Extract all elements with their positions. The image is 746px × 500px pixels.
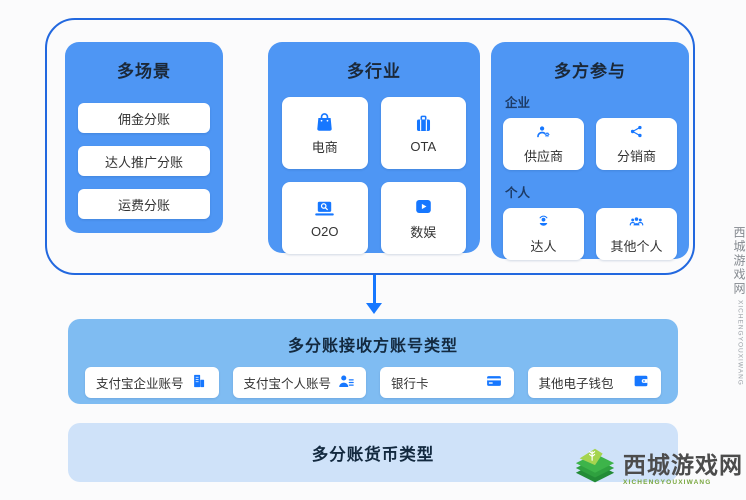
panel-industries-title: 多行业 bbox=[347, 62, 401, 81]
account-pill-label: 其他电子钱包 bbox=[538, 377, 614, 391]
account-pill-label: 支付宝企业账号 bbox=[96, 377, 184, 391]
feature-frame: 多场景 佣金分账 达人推广分账 运费分账 多行业 bbox=[45, 18, 695, 275]
currency-type-bar-title: 多分账货币类型 bbox=[311, 445, 435, 464]
video-play-icon bbox=[412, 195, 435, 218]
account-pill-label: 银行卡 bbox=[391, 377, 429, 391]
influencer-icon bbox=[535, 213, 552, 233]
building-icon bbox=[190, 372, 208, 393]
enterprise-grid: 供应商 分销商 bbox=[503, 118, 677, 170]
suitcase-icon bbox=[412, 112, 435, 135]
industry-tile-label: O2O bbox=[311, 224, 339, 239]
site-name-vertical: 西城游戏网 bbox=[732, 226, 746, 296]
participant-tile-label: 分销商 bbox=[616, 149, 656, 164]
bank-card-icon bbox=[485, 372, 503, 393]
industry-tile-label: OTA bbox=[410, 139, 437, 154]
panel-participants: 多方参与 企业 供应商 bbox=[491, 42, 689, 260]
flow-arrow-head-icon bbox=[366, 303, 382, 314]
site-name: 西城游戏网 bbox=[623, 451, 743, 478]
account-pill-bank-card: 银行卡 bbox=[380, 367, 514, 398]
individual-grid: 达人 其他个人 bbox=[503, 208, 677, 260]
participants-body: 企业 供应商 bbox=[491, 82, 689, 260]
account-pill-ewallet: 其他电子钱包 bbox=[527, 367, 661, 398]
participant-tile-label: 其他个人 bbox=[610, 239, 663, 254]
industry-tile-media: 数娱 bbox=[380, 182, 466, 254]
scene-list: 佣金分账 达人推广分账 运费分账 bbox=[65, 103, 223, 219]
participant-tile-influencer: 达人 bbox=[503, 208, 584, 260]
account-type-bar: 多分账接收方账号类型 支付宝企业账号 支付宝个人账号 bbox=[68, 319, 678, 404]
site-slug-vertical: XICHENGYOUXIWANG bbox=[736, 300, 744, 386]
panel-industries: 多行业 电商 bbox=[268, 42, 480, 254]
account-type-list: 支付宝企业账号 支付宝个人账号 银行卡 bbox=[68, 367, 678, 398]
panel-scenes-title: 多场景 bbox=[117, 62, 171, 81]
scene-item-label: 佣金分账 bbox=[117, 111, 170, 127]
scene-item-label: 达人推广分账 bbox=[104, 154, 183, 170]
site-watermark-vertical: 西城游戏网 XICHENGYOUXIWANG bbox=[732, 226, 746, 386]
industry-tile-ota: OTA bbox=[380, 97, 466, 169]
industry-grid: 电商 OTA bbox=[268, 97, 480, 254]
panel-participants-title: 多方参与 bbox=[554, 62, 626, 81]
site-logo-icon bbox=[572, 444, 618, 495]
site-watermark: 西城游戏网 XICHENGYOUXIWANG bbox=[572, 444, 743, 495]
site-slug: XICHENGYOUXIWANG bbox=[623, 479, 712, 487]
supplier-person-gear-icon bbox=[535, 123, 552, 143]
participant-tile-label: 达人 bbox=[530, 239, 557, 254]
laptop-search-icon bbox=[313, 197, 336, 220]
industry-tile-label: 电商 bbox=[311, 140, 338, 155]
participant-tile-supplier: 供应商 bbox=[503, 118, 584, 170]
industry-tile-o2o: O2O bbox=[282, 182, 368, 254]
group-label-enterprise: 企业 bbox=[505, 96, 531, 110]
wallet-icon bbox=[632, 372, 650, 393]
scene-item-label: 运费分账 bbox=[117, 197, 170, 213]
group-label-individual: 个人 bbox=[505, 186, 531, 200]
account-type-bar-title: 多分账接收方账号类型 bbox=[287, 338, 458, 355]
people-group-icon bbox=[628, 213, 645, 233]
account-pill-label: 支付宝个人账号 bbox=[243, 377, 332, 391]
flow-arrow-line bbox=[373, 275, 376, 304]
panel-scenes: 多场景 佣金分账 达人推广分账 运费分账 bbox=[65, 42, 223, 233]
account-pill-alipay-enterprise: 支付宝企业账号 bbox=[85, 367, 219, 398]
currency-type-bar: 多分账货币类型 bbox=[68, 423, 678, 482]
industry-tile-label: 数娱 bbox=[410, 225, 437, 240]
participant-tile-distributor: 分销商 bbox=[596, 118, 677, 170]
scene-item-promotion: 达人推广分账 bbox=[78, 146, 210, 176]
scene-item-shipping: 运费分账 bbox=[78, 189, 210, 219]
account-pill-alipay-personal: 支付宝个人账号 bbox=[232, 367, 366, 398]
industry-tile-ecommerce: 电商 bbox=[282, 97, 368, 169]
scene-item-commission: 佣金分账 bbox=[78, 103, 210, 133]
shopping-bag-icon bbox=[313, 110, 336, 133]
share-nodes-icon bbox=[628, 123, 645, 143]
person-list-icon bbox=[337, 372, 355, 393]
participant-tile-label: 供应商 bbox=[523, 149, 563, 164]
participant-tile-other-individual: 其他个人 bbox=[596, 208, 677, 260]
site-watermark-text: 西城游戏网 XICHENGYOUXIWANG bbox=[623, 453, 743, 486]
